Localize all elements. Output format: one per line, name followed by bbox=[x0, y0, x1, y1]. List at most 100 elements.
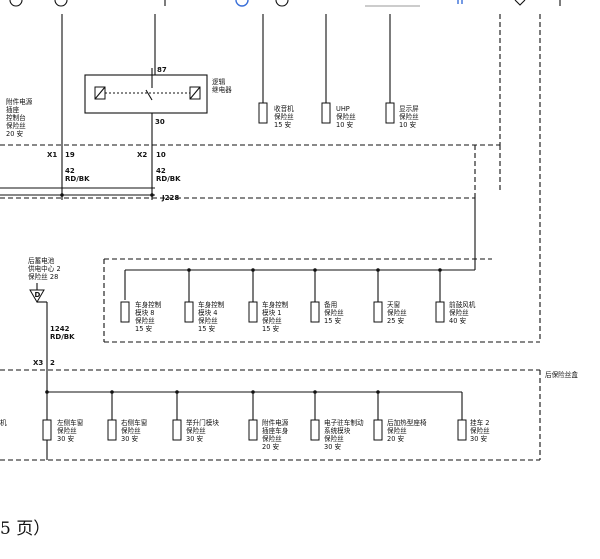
svg-text:30 安: 30 安 bbox=[324, 442, 341, 451]
toolbar-circle-icon[interactable] bbox=[9, 0, 23, 7]
wiring-diagram: 87 30 逻辑 继电器 附件电源 插座 控制台 保险丝 20 安 X1 19 … bbox=[0, 0, 578, 461]
svg-text:保险丝: 保险丝 bbox=[449, 308, 469, 317]
svg-text:保险丝: 保险丝 bbox=[135, 316, 155, 325]
svg-text:15 安: 15 安 bbox=[324, 316, 341, 325]
rear-fuse-right-window: 右侧车窗 保险丝 30 安 bbox=[107, 390, 148, 443]
rear-fuse-liftgate-module: 举升门模块 保险丝 30 安 bbox=[172, 390, 219, 443]
svg-text:保险丝: 保险丝 bbox=[262, 316, 282, 325]
wire-rear-color: RD/BK bbox=[50, 333, 75, 341]
svg-text:保险丝: 保险丝 bbox=[336, 112, 356, 121]
svg-text:控制台: 控制台 bbox=[6, 113, 26, 122]
svg-text:30 安: 30 安 bbox=[121, 434, 138, 443]
toolbar-translate-icon[interactable] bbox=[457, 0, 463, 4]
svg-text:30 安: 30 安 bbox=[57, 434, 74, 443]
connector-x1-id: X1 bbox=[47, 151, 57, 159]
svg-text:10 安: 10 安 bbox=[399, 120, 416, 129]
svg-text:15 安: 15 安 bbox=[198, 324, 215, 333]
svg-text:车身控制: 车身控制 bbox=[198, 300, 225, 309]
wire-x2-color: RD/BK bbox=[156, 175, 181, 183]
mid-fuse-bcm-1: 车身控制 模块 1 保险丝 15 安 bbox=[248, 268, 289, 333]
svg-text:供电中心 2: 供电中心 2 bbox=[28, 264, 61, 273]
svg-text:保险丝: 保险丝 bbox=[186, 426, 206, 435]
page-caption: 5 页） bbox=[0, 519, 51, 539]
svg-text:插座车身: 插座车身 bbox=[262, 426, 289, 435]
top-fuse-uhp: UHP 保险丝 10 安 bbox=[321, 14, 356, 129]
svg-text:10 安: 10 安 bbox=[336, 120, 353, 129]
upper-fuse-block bbox=[0, 14, 501, 199]
svg-text:25 安: 25 安 bbox=[387, 316, 404, 325]
top-fuse-display: 显示屏 保险丝 10 安 bbox=[385, 14, 419, 129]
wire-rear-gauge: 1242 bbox=[50, 325, 70, 333]
svg-text:保险丝: 保险丝 bbox=[387, 426, 407, 435]
mid-fuse-bcm-4: 车身控制 模块 4 保险丝 15 安 bbox=[184, 268, 225, 333]
svg-text:附件电源: 附件电源 bbox=[262, 418, 289, 427]
rear-battery-distribution-center: 后蓄电池 供电中心 2 保险丝 28 D bbox=[28, 256, 61, 460]
relay-title-line1: 逻辑 bbox=[212, 77, 226, 86]
svg-text:30 安: 30 安 bbox=[470, 434, 487, 443]
rear-fuse-heated-rear-seat: 后加热型座椅 保险丝 20 安 bbox=[373, 390, 427, 443]
svg-text:保险丝 28: 保险丝 28 bbox=[28, 272, 58, 281]
chevron-down-icon[interactable] bbox=[514, 0, 526, 6]
svg-text:20 安: 20 安 bbox=[387, 434, 404, 443]
svg-text:后蓄电池: 后蓄电池 bbox=[28, 256, 55, 265]
console-power-outlet-fuse-label: 附件电源 插座 控制台 保险丝 20 安 bbox=[6, 97, 33, 138]
relay-pin-30: 30 bbox=[155, 118, 165, 126]
svg-text:保险丝: 保险丝 bbox=[274, 112, 294, 121]
svg-text:模块 8: 模块 8 bbox=[135, 308, 154, 317]
svg-text:电子驻车制动: 电子驻车制动 bbox=[324, 418, 364, 427]
svg-text:15 安: 15 安 bbox=[274, 120, 291, 129]
connector-x3-pin: 2 bbox=[50, 359, 55, 367]
svg-text:系统模块: 系统模块 bbox=[324, 426, 351, 435]
mid-fuse-sunroof: 天窗 保险丝 25 安 bbox=[373, 268, 407, 325]
rear-fuse-box-label: 后保险丝盒 bbox=[545, 370, 578, 379]
svg-text:40 安: 40 安 bbox=[449, 316, 466, 325]
wire-x1-color: RD/BK bbox=[65, 175, 90, 183]
svg-text:左侧车窗: 左侧车窗 bbox=[57, 418, 84, 427]
svg-text:挂车 2: 挂车 2 bbox=[470, 418, 489, 427]
svg-text:保险丝: 保险丝 bbox=[470, 426, 490, 435]
rear-fuse-left-window: 左侧车窗 保险丝 30 安 bbox=[42, 418, 84, 443]
connector-x1-pin: 19 bbox=[65, 151, 75, 159]
relay-title-line2: 继电器 bbox=[212, 85, 232, 94]
viewer-toolbar[interactable] bbox=[9, 0, 561, 7]
svg-text:保险丝: 保险丝 bbox=[198, 316, 218, 325]
mid-fuse-bcm-8: 车身控制 模块 8 保险丝 15 安 bbox=[120, 300, 162, 333]
svg-text:15 安: 15 安 bbox=[135, 324, 152, 333]
svg-text:右侧车窗: 右侧车窗 bbox=[121, 418, 148, 427]
svg-text:前鼓风机: 前鼓风机 bbox=[449, 300, 476, 309]
mid-fuse-spare: 备用 保险丝 15 安 bbox=[310, 268, 344, 325]
wire-x1-gauge: 42 bbox=[65, 167, 75, 175]
svg-text:20 安: 20 安 bbox=[262, 442, 279, 451]
svg-text:显示屏: 显示屏 bbox=[399, 105, 419, 113]
svg-text:模块 4: 模块 4 bbox=[198, 308, 217, 317]
svg-text:备用: 备用 bbox=[324, 300, 337, 309]
svg-text:15 安: 15 安 bbox=[262, 324, 279, 333]
connector-x2-id: X2 bbox=[137, 151, 147, 159]
svg-text:收音机: 收音机 bbox=[274, 104, 294, 113]
svg-text:天窗: 天窗 bbox=[387, 300, 401, 309]
svg-text:插座: 插座 bbox=[6, 105, 20, 114]
svg-text:车身控制: 车身控制 bbox=[262, 300, 289, 309]
svg-text:后加热型座椅: 后加热型座椅 bbox=[387, 418, 427, 427]
logic-relay: 87 30 逻辑 继电器 bbox=[84, 66, 232, 126]
splice-j228: J228 bbox=[161, 194, 179, 202]
toolbar-circle-icon[interactable] bbox=[54, 0, 68, 7]
svg-text:附件电源: 附件电源 bbox=[6, 97, 33, 106]
svg-text:车身控制: 车身控制 bbox=[135, 300, 162, 309]
terminal-d: D bbox=[35, 291, 41, 299]
top-fuse-radio: 收音机 保险丝 15 安 bbox=[258, 14, 294, 129]
mid-fuse-front-blower: 前鼓风机 保险丝 40 安 bbox=[435, 268, 476, 325]
svg-text:保险丝: 保险丝 bbox=[387, 308, 407, 317]
svg-text:保险丝: 保险丝 bbox=[324, 434, 344, 443]
toolbar-circle-icon[interactable] bbox=[275, 0, 289, 7]
svg-text:UHP: UHP bbox=[336, 105, 350, 113]
wire-x2-gauge: 42 bbox=[156, 167, 166, 175]
rear-fuse-box: 后保险丝盒 bbox=[0, 369, 578, 461]
left-edge-label: 机 bbox=[0, 418, 7, 427]
svg-text:保险丝: 保险丝 bbox=[6, 121, 26, 130]
svg-text:保险丝: 保险丝 bbox=[324, 308, 344, 317]
rear-fuse-trailer-2: 挂车 2 保险丝 30 安 bbox=[457, 392, 490, 443]
toolbar-info-icon[interactable] bbox=[235, 0, 249, 7]
svg-text:保险丝: 保险丝 bbox=[121, 426, 141, 435]
svg-text:模块 1: 模块 1 bbox=[262, 308, 281, 317]
